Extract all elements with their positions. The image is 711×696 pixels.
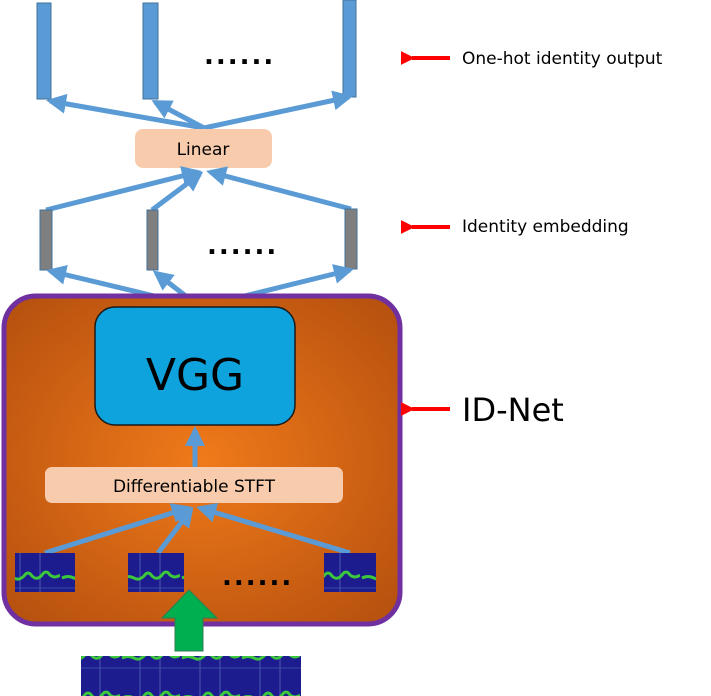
output-bar (142, 2, 159, 100)
output-bar (36, 2, 52, 100)
arrow (44, 503, 192, 556)
linear-to-output-arrows (46, 90, 353, 131)
arrow (150, 171, 204, 212)
embedding-bar (146, 209, 159, 271)
output-ellipsis: ...... (204, 41, 275, 71)
embedding-bar (344, 208, 358, 270)
one-hot-output-bars (36, 0, 357, 100)
identity-embedding-bars (39, 208, 358, 271)
vgg-block (94, 306, 296, 426)
segment-spectrograms (15, 553, 376, 592)
segment-ellipsis: ...... (222, 562, 293, 592)
segment-spectrogram (324, 553, 376, 592)
linear-block (135, 129, 272, 168)
onehot-label: One-hot identity output (462, 49, 663, 69)
input-spectrogram (81, 656, 301, 696)
segment-spectrogram (128, 553, 184, 592)
arrow (156, 506, 194, 555)
arrow (196, 503, 351, 556)
arrow (203, 90, 353, 131)
segment-to-stft-arrows (44, 503, 351, 556)
embedding-label: Identity embedding (462, 217, 629, 237)
input-arrow (160, 589, 219, 652)
embedding-ellipsis: ...... (207, 231, 278, 261)
stft-block (45, 467, 343, 503)
stft-label: Differentiable STFT (113, 477, 276, 497)
embedding-bar (39, 209, 53, 271)
arrow (46, 93, 205, 131)
segment-spectrogram (15, 553, 75, 592)
arrow (206, 166, 352, 212)
vgg-label: VGG (146, 350, 244, 401)
arrow (151, 99, 206, 131)
embedding-to-linear-arrows (45, 166, 352, 213)
arrow (45, 166, 202, 213)
output-bar (342, 0, 357, 98)
idnet-label: ID-Net (462, 391, 564, 429)
linear-label: Linear (177, 140, 230, 160)
